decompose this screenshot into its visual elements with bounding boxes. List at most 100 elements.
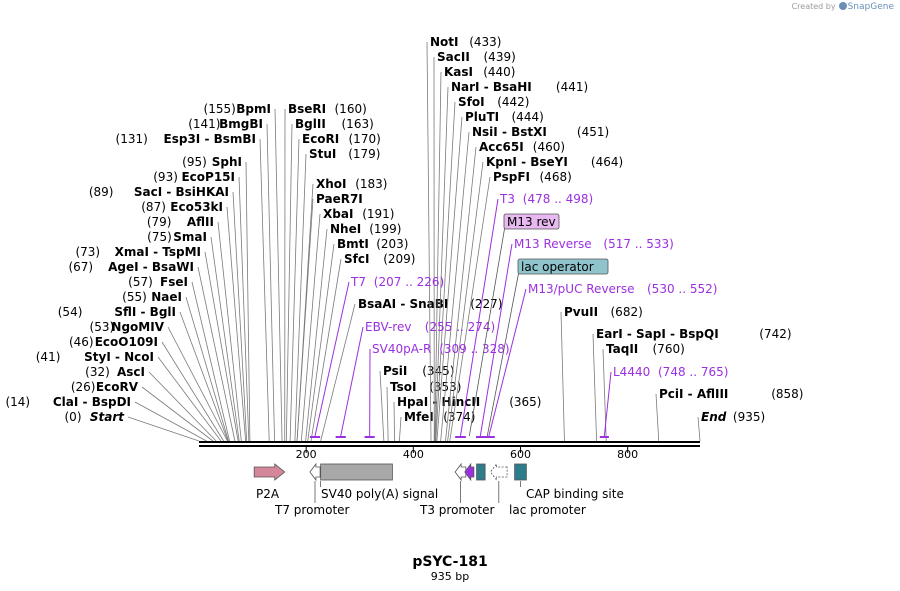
enzyme-label-xbai: XbaI [323, 207, 353, 221]
enzyme-leader-kpni-bseyi [447, 161, 484, 442]
enzyme-site-pcii-afliii: PciI - AflIII(858) [655, 387, 803, 442]
enzyme-position-esp3i-bsmbi: (131) [116, 132, 148, 146]
enzyme-position-noti: (433) [469, 35, 501, 49]
enzyme-leader-smai [210, 236, 240, 442]
enzyme-label-fsei: FseI [160, 275, 188, 289]
enzyme-site-sfci: SfcI(209) [310, 252, 415, 442]
feature-glyph-sv40-poly-a-signal [320, 463, 393, 481]
enzyme-site-bseri: BseRI(160) [284, 102, 367, 442]
primer-label-ebv-rev: EBV-rev [365, 320, 411, 334]
enzyme-leader-ngomiv [167, 326, 228, 442]
enzyme-site-naei: NaeI(55) [122, 290, 229, 442]
enzyme-label-mfei: MfeI [404, 410, 434, 424]
enzyme-leader-ecop15i [238, 176, 250, 442]
enzyme-label-sfoi: SfoI [458, 95, 485, 109]
enzyme-site-bmti: BmtI(203) [307, 237, 408, 442]
enzyme-leader-ecorv [141, 386, 214, 442]
enzyme-leader-nsii-bstxi [440, 131, 470, 442]
enzyme-position-eari-sapi-bspqi: (742) [759, 327, 791, 341]
primer-range-m13-reverse: (517 .. 533) [603, 237, 673, 251]
enzyme-leader-pvuii [560, 311, 565, 442]
enzyme-leader-kasi [434, 71, 442, 442]
enzyme-site-start: Start(0) [65, 410, 200, 442]
enzyme-site-pluti: PluTI(444) [436, 110, 544, 442]
enzyme-label-bsaai-snabi: BsaAI - SnaBI [358, 297, 448, 311]
enzyme-position-nari-bsahi: (441) [556, 80, 588, 94]
snapgene-logo-icon [838, 2, 847, 10]
enzyme-label-paer7i: PaeR7I [316, 192, 363, 206]
enzyme-leader-nari-bsahi [434, 86, 449, 442]
enzyme-site-sphi: SphI(95) [182, 155, 251, 442]
feature-leader-m13-rev [468, 225, 506, 437]
primer-leader-l4440 [603, 371, 612, 437]
enzyme-site-noti: NotI (433) [426, 35, 501, 442]
enzyme-label-saci-bsihkai: SacI - BsiHKAI [134, 185, 229, 199]
enzyme-label-bglii: BglII [295, 117, 326, 131]
enzyme-leader-clai-bspdi [134, 401, 207, 442]
enzyme-site-sacii: SacII(439) [433, 50, 516, 442]
enzyme-leader-eco53ki [226, 206, 247, 442]
enzyme-site-agei-bsawi: AgeI - BsaWI(67) [68, 260, 236, 442]
primer-l4440: L4440 (748 .. 765) [599, 365, 728, 438]
enzyme-site-pspfi: PspFI(468) [449, 170, 572, 442]
feature-cap-binding-site: CAP binding site [514, 463, 624, 501]
enzyme-leader-paer7i [296, 198, 314, 442]
feature-box-lac-operator [517, 258, 609, 275]
primer-m13-puc-reverse: M13/pUC Reverse(530 .. 552) [482, 282, 717, 438]
enzyme-position-fsei: (57) [128, 275, 153, 289]
enzyme-leader-bglii [285, 123, 293, 442]
enzyme-site-styi-ncoi: StyI - NcoI(41) [36, 350, 222, 442]
primer-label-m13-reverse: M13 Reverse [514, 237, 592, 251]
enzyme-position-asci: (32) [85, 365, 110, 379]
enzyme-position-xmai-tspmi: (73) [75, 245, 100, 259]
enzyme-leader-asci [148, 371, 217, 442]
enzyme-position-nsii-bstxi: (451) [577, 125, 609, 139]
enzyme-leader-bsaai-snabi [320, 303, 356, 442]
enzyme-site-pvuii: PvuII(682) [560, 305, 643, 442]
enzyme-label-kpni-bseyi: KpnI - BseYI [486, 155, 568, 169]
enzyme-position-bmti: (203) [376, 237, 408, 251]
primer-label-t3: T3 [499, 192, 515, 206]
feature-glyph-t3-promoter [454, 462, 467, 482]
enzyme-label-bpmi: BpmI [236, 102, 271, 116]
enzyme-leader-mfei [399, 416, 402, 442]
primer-range-t7: (207 .. 226) [374, 275, 444, 289]
enzyme-leader-xbai [300, 213, 321, 442]
enzyme-site-saci-bsihkai: SacI - BsiHKAI(89) [89, 185, 248, 442]
enzyme-position-pvuii: (682) [611, 305, 643, 319]
enzyme-leader-stui [294, 153, 307, 442]
enzyme-leader-psii [379, 370, 385, 442]
primer-label-l4440: L4440 [613, 365, 650, 379]
enzyme-position-ecop15i: (93) [153, 170, 178, 184]
enzyme-label-taqii: TaqII [606, 342, 638, 356]
enzyme-position-pcii-afliii: (858) [771, 387, 803, 401]
feature-label-t7-promoter: T7 promoter [274, 503, 350, 517]
enzyme-leader-noti [426, 41, 432, 442]
enzyme-leader-ecoo109i [161, 341, 224, 442]
enzyme-leader-hpai-hincii [393, 401, 395, 442]
enzyme-leader-ecori [289, 138, 300, 442]
enzyme-site-xmai-tspmi: XmaI - TspMI(73) [75, 245, 239, 442]
enzyme-label-stui: StuI [309, 147, 336, 161]
enzyme-leader-end [697, 416, 701, 442]
enzyme-site-bmgbi: BmgBI(141) [188, 117, 275, 442]
enzyme-leader-naei [185, 296, 229, 442]
primer-range-l4440: (748 .. 765) [658, 365, 728, 379]
enzyme-label-noti: NotI [430, 35, 459, 49]
enzyme-position-sfoi: (442) [497, 95, 529, 109]
enzyme-leader-agei-bsawi [197, 266, 236, 442]
enzyme-label-nsii-bstxi: NsiI - BstXI [472, 125, 547, 139]
enzyme-site-nari-bsahi: NarI - BsaHI(441) [434, 80, 588, 442]
primer-leader-m13-reverse [479, 243, 513, 437]
enzyme-site-end: End(935) [697, 410, 765, 442]
enzyme-site-ecoo109i: EcoO109I(46) [69, 335, 224, 442]
enzyme-position-kasi: (440) [483, 65, 515, 79]
enzyme-site-hpai-hincii: HpaI - HincII(365) [393, 395, 541, 442]
enzyme-label-hpai-hincii: HpaI - HincII [397, 395, 480, 409]
feature-box-label-lac-operator: lac operator [521, 260, 594, 274]
enzyme-label-kasi: KasI [444, 65, 473, 79]
enzyme-position-naei: (55) [122, 290, 147, 304]
tick-label-400: 400 [403, 448, 424, 461]
enzyme-position-sphi: (95) [182, 155, 207, 169]
